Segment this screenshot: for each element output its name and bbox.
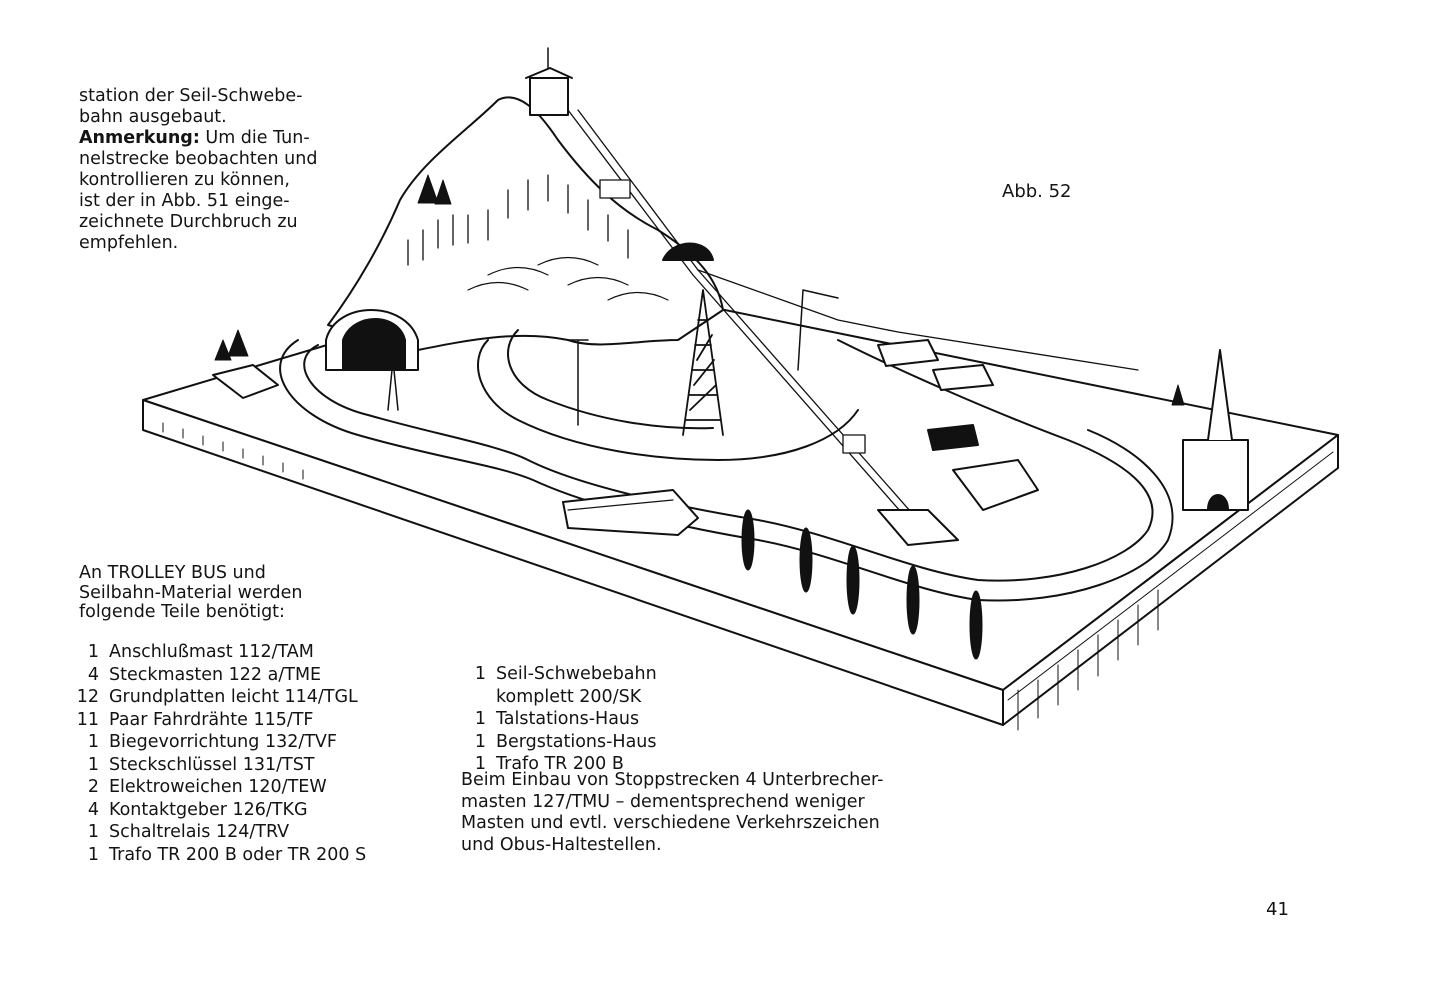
- item-name: Kontaktgeber 126/TKG: [109, 799, 308, 820]
- item-name: Biegevorrichtung 132/TVF: [109, 732, 337, 752]
- item-quantity: 1: [87, 844, 99, 865]
- intro-note: Anmerkung: Um die Tun-: [79, 128, 337, 149]
- intro-line: kontrollieren zu können,: [79, 170, 290, 190]
- intro-line: ist der in Abb. 51 einge-: [79, 191, 290, 211]
- item-quantity: 2: [87, 777, 99, 797]
- cableway: [567, 109, 1139, 521]
- item-quantity: 12: [76, 687, 99, 707]
- note-line: Beim Einbau von Stoppstrecken 4 Unterbre…: [461, 770, 884, 790]
- baseboard: [142, 275, 1339, 731]
- list-item: 11 Paar Fahrdrähte 115/TF: [75, 709, 366, 732]
- list-item: 1 Anschlußmast 112/TAM: [75, 641, 366, 664]
- track-loop: [279, 329, 1174, 602]
- intro-line: bahn ausgebaut.: [79, 107, 227, 127]
- list-item: 1 Talstations-Haus: [462, 708, 657, 731]
- item-name: Steckschlüssel 131/TST: [109, 754, 315, 775]
- item-name: Steckmasten 122 a/TME: [109, 664, 322, 685]
- parts-intro-line: Seilbahn-Material werden: [79, 582, 303, 603]
- figure-caption: Abb. 52: [1002, 181, 1072, 202]
- stop-section-note: Beim Einbau von Stoppstrecken 4 Unterbre…: [461, 770, 937, 856]
- list-item: 1 Trafo TR 200 B oder TR 200 S: [75, 844, 366, 867]
- item-name: Grundplatten leicht 114/TGL: [109, 687, 358, 707]
- item-quantity: 1: [87, 732, 99, 752]
- intro-line: station der Seil-Schwebe-: [79, 86, 303, 106]
- buildings: [212, 339, 1249, 546]
- item-quantity: 1: [87, 642, 99, 662]
- note-text: Um die Tun-: [199, 128, 310, 148]
- note-line: Masten und evtl. verschiedene Verkehrsze…: [461, 813, 880, 833]
- parts-list-left: 1 Anschlußmast 112/TAM 4 Steckmasten 122 a…: [75, 641, 367, 867]
- list-item: 1 Schaltrelais 124/TRV: [75, 821, 366, 844]
- list-item: 1 Seil-Schwebebahn: [462, 663, 657, 686]
- list-item: komplett 200/SK: [462, 686, 657, 709]
- item-name: Bergstations-Haus: [496, 731, 657, 752]
- item-quantity: 4: [87, 664, 99, 685]
- item-quantity: 1: [87, 822, 99, 842]
- item-quantity: 1: [474, 731, 486, 752]
- item-name: Seil-Schwebebahn: [496, 664, 657, 684]
- list-item: 4 Steckmasten 122 a/TME: [75, 664, 366, 687]
- list-item: 4 Kontaktgeber 126/TKG: [75, 799, 366, 822]
- parts-intro-line: An TROLLEY BUS und: [79, 563, 266, 583]
- list-item: 1 Trafo TR 200 B: [462, 753, 657, 776]
- list-item: 1 Steckschlüssel 131/TST: [75, 754, 366, 777]
- item-name: Anschlußmast 112/TAM: [109, 642, 314, 662]
- trees: [214, 174, 1185, 660]
- mountain: [327, 47, 724, 351]
- cable-pylons: [387, 289, 839, 436]
- parts-intro-line: folgende Teile benötigt:: [79, 602, 285, 622]
- item-quantity: 1: [474, 754, 486, 774]
- item-name: Talstations-Haus: [496, 709, 640, 729]
- item-quantity: 4: [87, 799, 99, 820]
- item-name: Trafo TR 200 B oder TR 200 S: [109, 844, 367, 865]
- list-item: 1 Biegevorrichtung 132/TVF: [75, 731, 366, 754]
- intro-line: nelstrecke beobachten und: [79, 149, 318, 169]
- page-number: 41: [1266, 899, 1289, 920]
- item-quantity: 1: [474, 709, 486, 729]
- intro-paragraph: station der Seil-Schwebe- bahn ausgebaut…: [79, 86, 337, 254]
- tunnel-portal-left: [325, 309, 419, 371]
- item-quantity: [462, 686, 486, 709]
- item-name: Schaltrelais 124/TRV: [109, 822, 290, 842]
- item-quantity: 1: [87, 754, 99, 775]
- item-quantity: 1: [474, 664, 486, 684]
- item-quantity: 11: [76, 709, 99, 730]
- item-name: komplett 200/SK: [496, 686, 642, 707]
- list-item: 1 Bergstations-Haus: [462, 731, 657, 754]
- note-label: Anmerkung:: [79, 128, 200, 148]
- intro-line: empfehlen.: [79, 233, 179, 253]
- intro-line: zeichnete Durchbruch zu: [79, 212, 298, 232]
- parts-intro: An TROLLEY BUS und Seilbahn-Material wer…: [79, 563, 409, 623]
- list-item: 12 Grundplatten leicht 114/TGL: [75, 686, 366, 709]
- note-line: masten 127/TMU – dementsprechend weniger: [461, 791, 865, 812]
- note-line: und Obus-Haltestellen.: [461, 834, 662, 855]
- item-name: Trafo TR 200 B: [496, 754, 624, 774]
- list-item: 2 Elektroweichen 120/TEW: [75, 776, 366, 799]
- item-name: Elektroweichen 120/TEW: [109, 777, 327, 797]
- item-name: Paar Fahrdrähte 115/TF: [109, 709, 314, 730]
- layout-drawing: [142, 47, 1339, 731]
- model-railway-illustration: [138, 40, 1353, 760]
